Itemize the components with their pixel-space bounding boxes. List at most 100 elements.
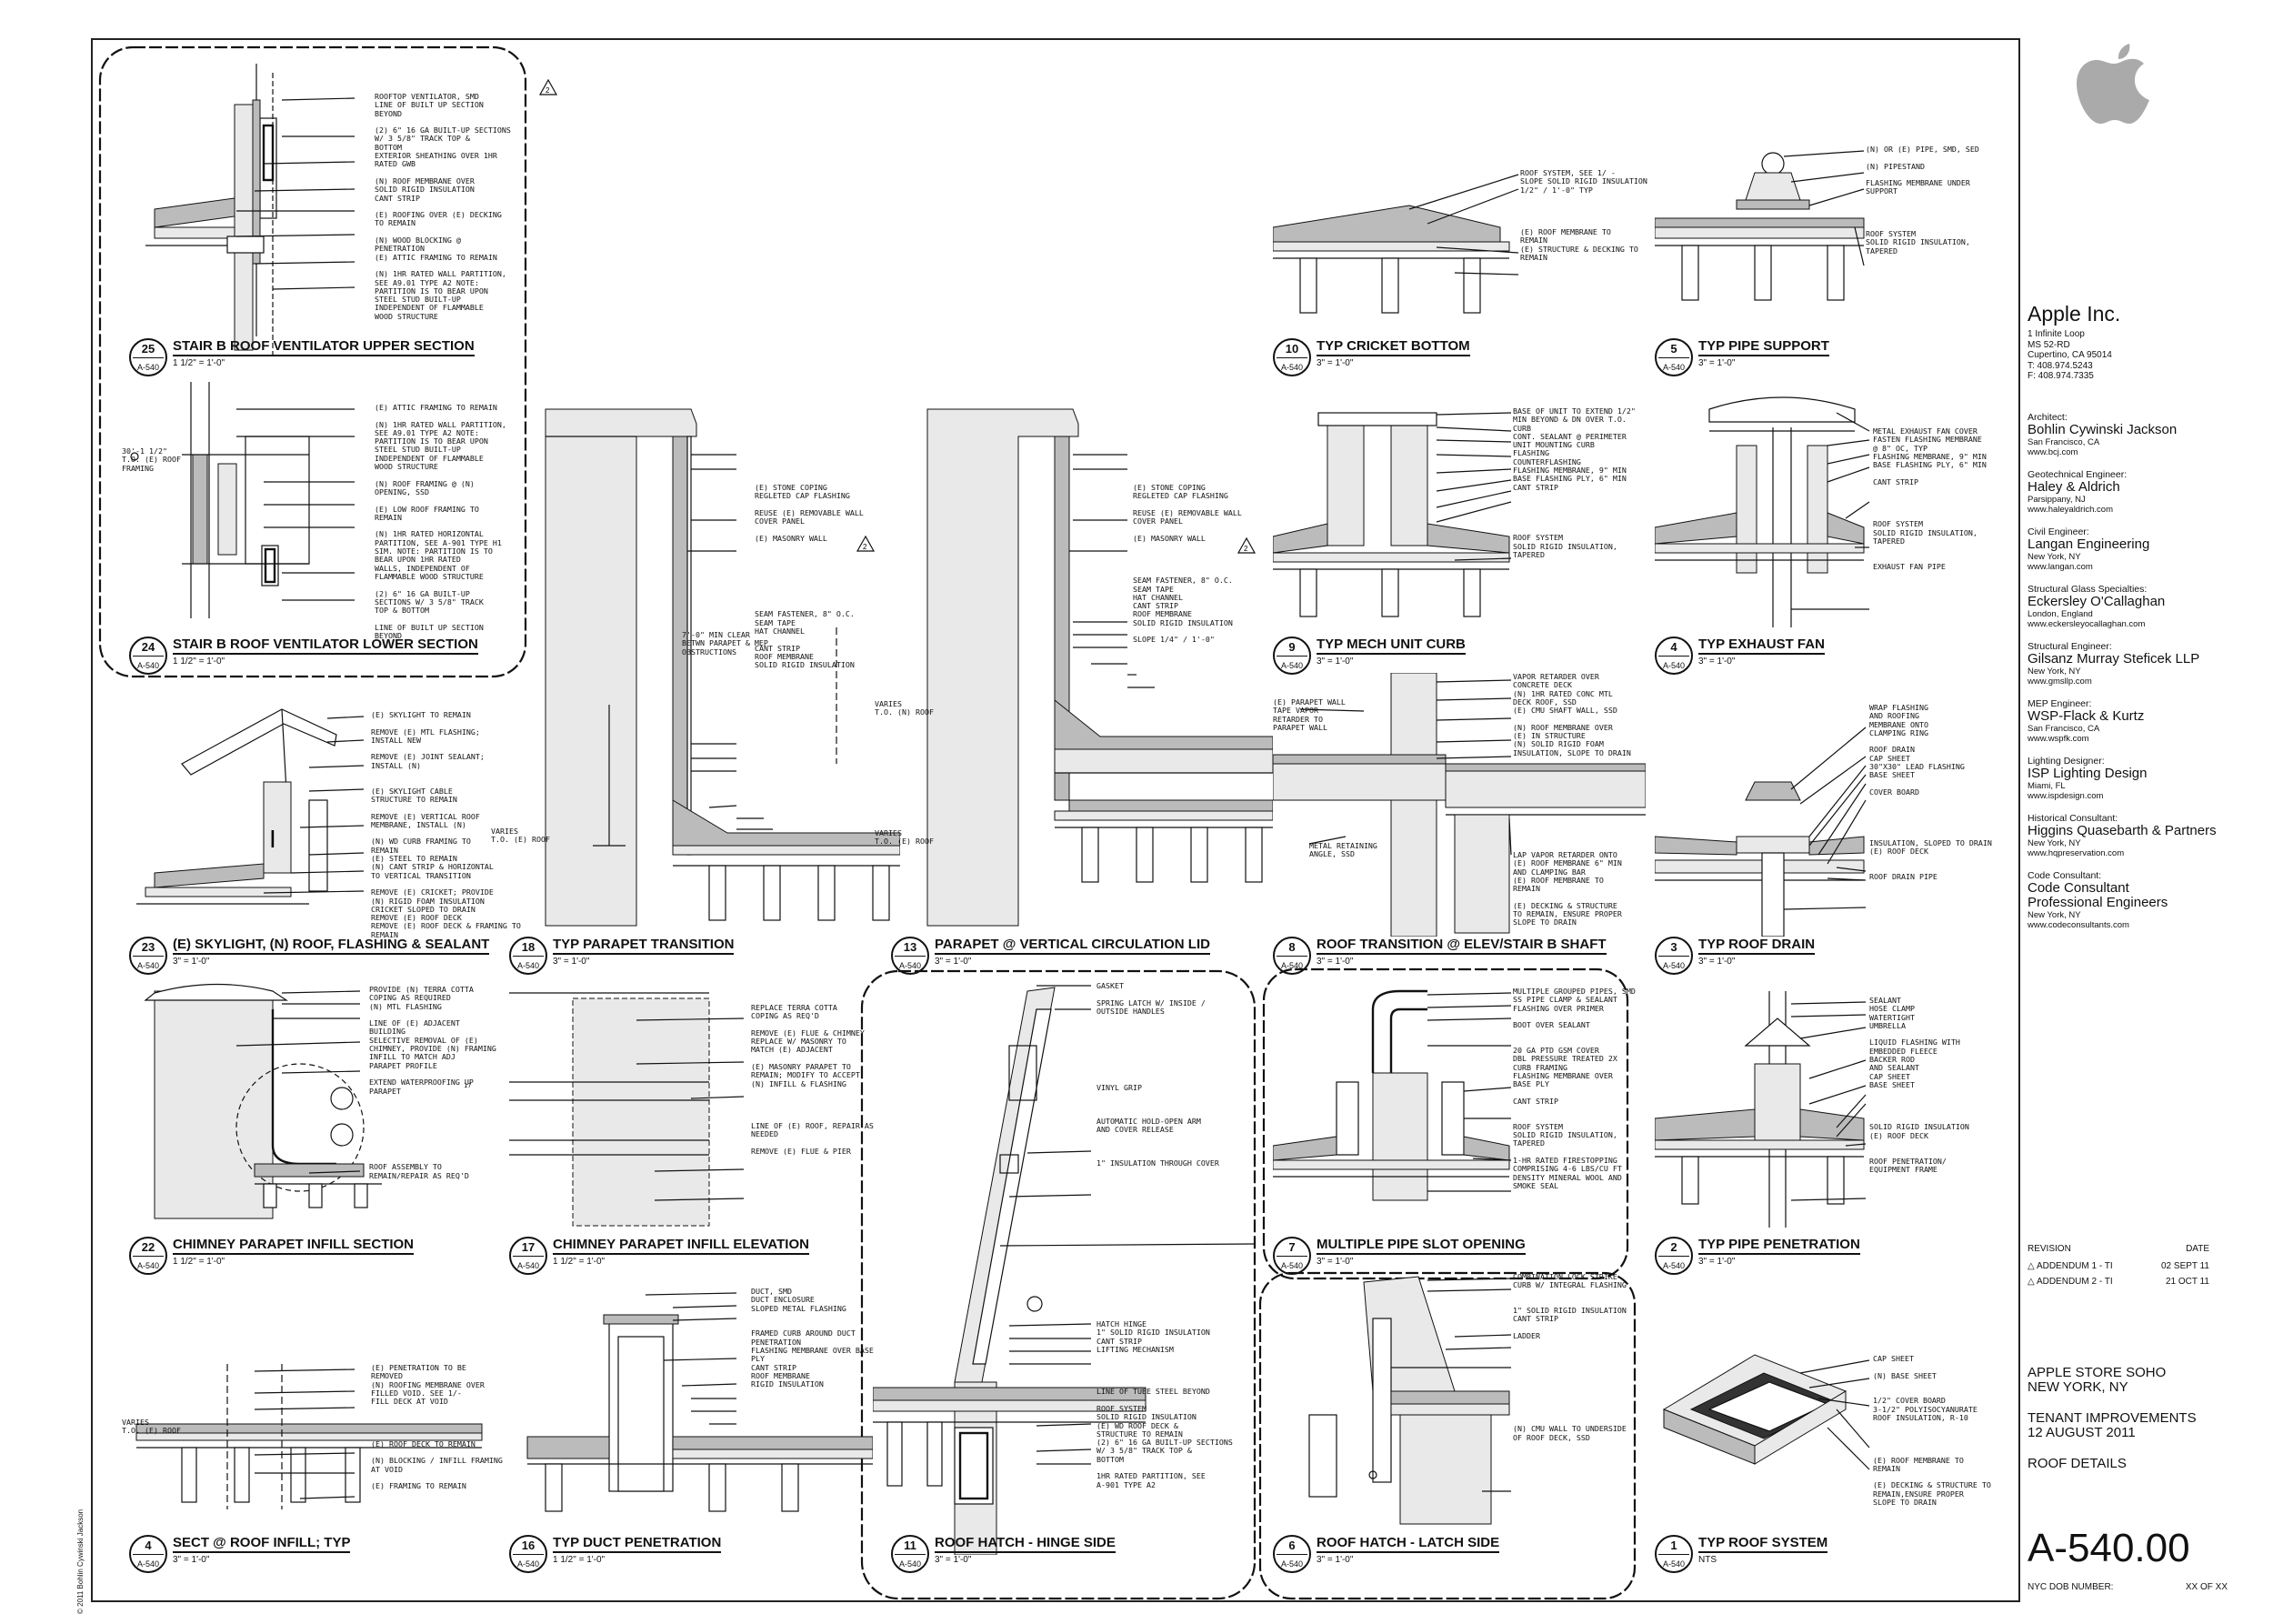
detail-24-drawing (130, 382, 355, 618)
consultant-address: www.ispdesign.com (2028, 791, 2104, 801)
detail-11-drawing (873, 985, 1255, 1555)
revision-delta-tag: 2 (538, 78, 558, 95)
consultant-address: San Francisco, CA (2028, 724, 2100, 734)
detail-24: 30'-1 1/2" T.O. (E) ROOF FRAMING (E) ATT… (122, 382, 527, 640)
consultant-role: Structural Glass Specialties: (2028, 584, 2148, 595)
detail-16: DUCT, SMD DUCT ENCLOSURE SLOPED METAL FL… (509, 1282, 874, 1528)
detail-25-drawing (145, 64, 355, 355)
detail-1-notes: CAP SHEET (N) BASE SHEET 1/2" COVER BOAR… (1873, 1354, 1991, 1508)
consultant-entry: Structural Glass Specialties:Eckersley O… (2028, 584, 2255, 629)
detail-23-drawing: I (136, 708, 365, 905)
detail-6-notes: COMBINATION LOCK STRIKE CURB W/ INTEGRAL… (1513, 1272, 1627, 1442)
detail-3-notes: WRAP FLASHING AND ROOFING MEMBRANE ONTO … (1869, 703, 1992, 881)
revision-delta-icon: △ (2028, 1261, 2035, 1271)
detail-10: ROOF SYSTEM, SEE 1/ - SLOPE SOLID RIGID … (1273, 155, 1647, 318)
detail-8-notes-lower: LAP VAPOR RETARDER ONTO (E) ROOF MEMBRAN… (1513, 850, 1622, 927)
consultant-address: www.haleyaldrich.com (2028, 505, 2113, 515)
consultant-firm: Gilsanz Murray Steficek LLP (2028, 651, 2200, 667)
detail-8: VAPOR RETARDER OVER CONCRETE DECK (N) 1H… (1273, 672, 1646, 937)
detail-7-drawing (1273, 989, 1512, 1201)
consultant-address: www.wspfk.com (2028, 734, 2089, 744)
detail-4-dim: VARIES T.O. (E) ROOF (122, 1418, 181, 1436)
revision-cloud-latch (1258, 1271, 1637, 1600)
detail-4-notes: (E) PENETRATION TO BE REMOVED (N) ROOFIN… (371, 1363, 503, 1491)
revision-row: △ ADDENDUM 1 - TI 02 SEPT 11 (2028, 1261, 2209, 1271)
detail-13-notes: (E) STONE COPING REGLETED CAP FLASHING R… (1133, 483, 1242, 645)
consultant-address: San Francisco, CA (2028, 437, 2100, 447)
detail-11-notes-lower: HATCH HINGE 1" SOLID RIGID INSULATION CA… (1096, 1319, 1233, 1489)
revision-row: △ ADDENDUM 2 - TI 21 OCT 11 (2028, 1277, 2209, 1287)
consultant-firm: WSP-Flack & Kurtz (2028, 708, 2145, 724)
detail-7: MULTIPLE GROUPED PIPES, SMD SS PIPE CLAM… (1273, 982, 1646, 1228)
consultant-role: Geotechnical Engineer: (2028, 469, 2128, 480)
detail-1-drawing (1662, 1354, 1870, 1470)
detail-22-notes: PROVIDE (N) TERRA COTTA COPING AS REQUIR… (369, 985, 496, 1180)
client-name: Apple Inc. (2028, 302, 2121, 326)
detail-2-notes: SEALANT HOSE CLAMP WATERTIGHT UMBRELLA L… (1869, 996, 1969, 1174)
detail-11: GASKET SPRING LATCH W/ INSIDE / OUTSIDE … (873, 973, 1255, 1555)
detail-18-drawing (545, 408, 900, 927)
consultant-address: www.codeconsultants.com (2028, 920, 2129, 930)
consultant-address: New York, NY (2028, 667, 2081, 677)
project-phase: TENANT IMPROVEMENTS (2028, 1410, 2197, 1426)
detail-4-exhaust-notes: METAL EXHAUST FAN COVER FASTEN FLASHING … (1873, 426, 1987, 571)
consultant-firm: Haley & Aldrich (2028, 479, 2120, 495)
consultant-role: Civil Engineer: (2028, 526, 2089, 537)
detail-1: CAP SHEET (N) BASE SHEET 1/2" COVER BOAR… (1655, 1337, 2018, 1519)
detail-22: 17 PROVIDE (N) TERRA COTTA COPING AS REQ… (127, 982, 509, 1228)
consultant-role: Lighting Designer: (2028, 756, 2105, 767)
consultant-firm: Langan Engineering (2028, 536, 2150, 552)
detail-25-notes: ROOFTOP VENTILATOR, SMD LINE OF BUILT UP… (375, 92, 511, 321)
consultant-address: www.gmsllp.com (2028, 677, 2092, 687)
detail-13: (E) STONE COPING REGLETED CAP FLASHING R… (918, 400, 1273, 927)
detail-23-notes: (E) SKYLIGHT TO REMAIN REMOVE (E) MTL FL… (371, 710, 521, 939)
detail-18-elevation-tag: VARIES T.O. (E) ROOF (491, 827, 550, 845)
client-address: 1 Infinite Loop MS 52-RD Cupertino, CA 9… (2028, 329, 2112, 381)
consultant-address: www.langan.com (2028, 562, 2093, 572)
detail-13-elevation-tag-2: VARIES T.O. (E) ROOF (875, 828, 934, 847)
drawing-border (91, 38, 2020, 1602)
detail-5: (N) OR (E) PIPE, SMD, SED (N) PIPESTAND … (1655, 136, 2018, 318)
detail-11-notes: GASKET SPRING LATCH W/ INSIDE / OUTSIDE … (1096, 981, 1219, 1168)
detail-3: WRAP FLASHING AND ROOFING MEMBRANE ONTO … (1655, 700, 2018, 937)
project-name: APPLE STORE SOHO (2028, 1365, 2167, 1380)
consultant-address: New York, NY (2028, 910, 2081, 920)
sheet-number: A-540.00 (2028, 1526, 2190, 1570)
svg-text:2: 2 (1244, 545, 1248, 553)
detail-9: BASE OF UNIT TO EXTEND 1/2" MIN BEYOND &… (1273, 400, 1646, 627)
svg-text:I: I (269, 825, 276, 853)
detail-10-drawing (1273, 174, 1519, 314)
revision-cloud-left (98, 45, 527, 678)
detail-6: COMBINATION LOCK STRIKE CURB W/ INTEGRAL… (1273, 1272, 1646, 1537)
revision-delta-icon: △ (2028, 1277, 2035, 1287)
project-city: NEW YORK, NY (2028, 1379, 2128, 1395)
detail-22-ref-17: 17 (464, 1082, 472, 1089)
detail-18-notes: (E) STONE COPING REGLETED CAP FLASHING R… (755, 483, 864, 670)
